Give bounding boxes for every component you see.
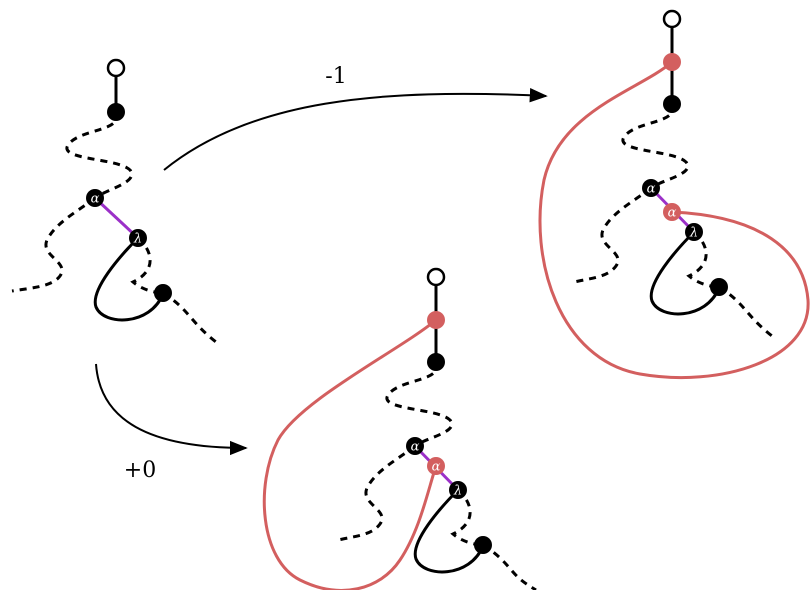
plus-zero-arrow: [95, 363, 248, 456]
transition-arrows: -1 +0: [95, 64, 548, 483]
solid-loop: [649, 230, 721, 316]
dashed-strand: [65, 111, 134, 200]
plus-zero-configuration: α α λ: [262, 267, 537, 590]
alpha-node: [642, 179, 660, 197]
alpha-node: [406, 437, 424, 455]
minus-one-arrow: [163, 88, 548, 171]
plus-zero-label: +0: [124, 458, 156, 483]
minus-one-label: -1: [325, 64, 346, 89]
solid-loop: [413, 488, 485, 574]
lambda-node: [449, 481, 467, 499]
alpha-label: α: [432, 460, 441, 475]
lambda-label: λ: [689, 226, 698, 241]
lambda-label: λ: [453, 484, 462, 499]
lambda-node: [129, 229, 147, 247]
purple-edge: [93, 196, 140, 240]
red-path: [262, 318, 438, 590]
dashed-strand: [11, 196, 96, 293]
open-root-node: [426, 267, 446, 287]
filled-node: [154, 284, 172, 302]
lambda-node: [685, 223, 703, 241]
alpha-label: α: [411, 440, 420, 455]
dashed-strand: [718, 285, 773, 338]
original-configuration: α λ: [11, 58, 217, 344]
dashed-strand: [337, 444, 416, 542]
red-node: [427, 311, 445, 329]
open-root-node: [662, 9, 682, 29]
red-alpha-node: [663, 203, 681, 221]
alpha-label: α: [647, 182, 656, 197]
red-node: [663, 53, 681, 71]
dashed-strand: [573, 186, 652, 284]
lambda-label: λ: [133, 232, 142, 247]
open-root-node: [106, 58, 126, 78]
red-alpha-node: [427, 457, 445, 475]
alpha-label: α: [668, 206, 677, 221]
alpha-node: [86, 189, 104, 207]
dashed-strand: [385, 361, 454, 448]
minus-one-configuration: α α λ: [538, 9, 810, 380]
red-path: [538, 60, 810, 380]
filled-node: [474, 536, 492, 554]
dashed-strand: [621, 103, 690, 190]
solid-loop: [93, 236, 165, 322]
filled-node: [710, 278, 728, 296]
dashed-strand: [482, 543, 537, 590]
alpha-label: α: [91, 192, 100, 207]
dashed-strand: [162, 291, 217, 344]
